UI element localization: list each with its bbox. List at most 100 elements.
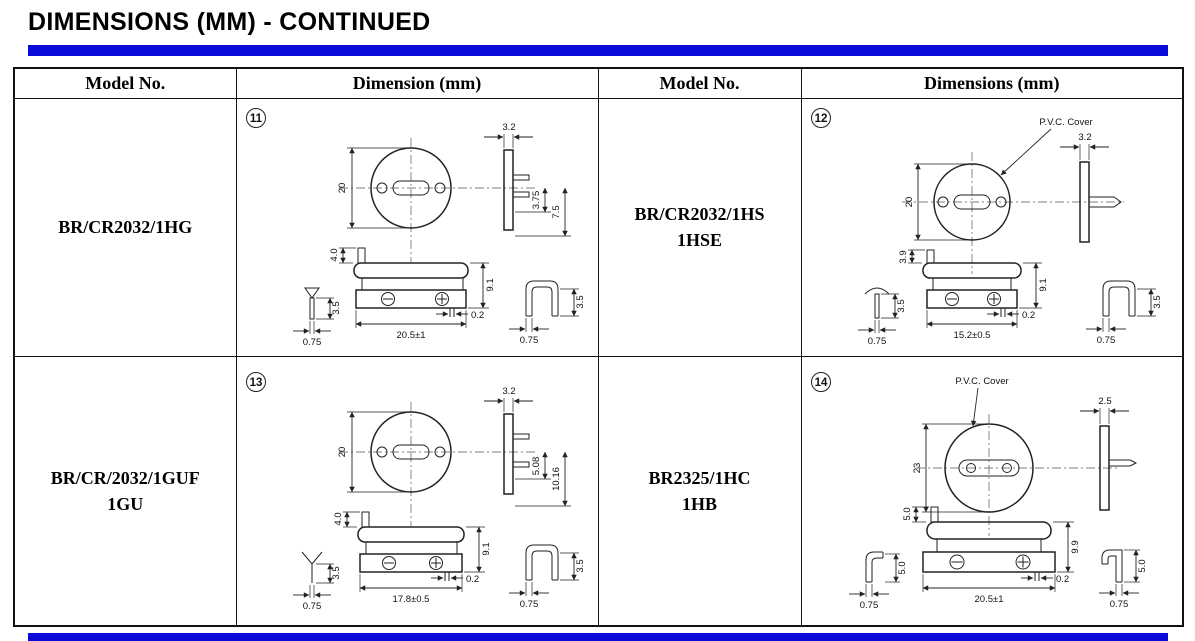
- dim-pin-pitch: 5.08 10.16: [515, 451, 571, 506]
- dim-label-pin-height: 5.0: [897, 561, 908, 574]
- dimensions-table: Model No. Dimension (mm) Model No. Dimen…: [13, 67, 1184, 627]
- dim-clip-height: 3.5: [1136, 288, 1163, 316]
- dim-clip-width: 0.75: [1098, 583, 1139, 610]
- model-number: BR/CR2032/1HS: [634, 203, 765, 224]
- dim-label-body-height: 9.1: [485, 278, 496, 291]
- dim-diameter: 20: [337, 411, 409, 492]
- dim-pin-width: 0.75: [293, 584, 331, 612]
- clip-front-view: [525, 280, 559, 316]
- model-number: BR2325/1HC: [648, 467, 751, 488]
- model-number-line2: 1GU: [107, 493, 144, 514]
- dim-label-clip-height: 3.5: [575, 295, 586, 308]
- dim-label-pin-width: 0.75: [868, 336, 887, 347]
- drawing-14: 14 P.V.C. Cover: [810, 371, 1148, 611]
- dim-label-tab-rise: 4.0: [329, 248, 340, 261]
- centerlines: [339, 137, 537, 262]
- drawing-index: 13: [246, 371, 266, 392]
- drawing-number: 11: [250, 113, 263, 125]
- drawing-cell-11: 11: [235, 97, 599, 357]
- dim-label-pin-pitch-inner: 3.75: [531, 190, 542, 209]
- dim-label-body-height: 9.1: [1038, 278, 1049, 291]
- dim-label-pin-pitch-outer: 7.5: [551, 205, 562, 218]
- dim-label-diameter: 20: [337, 446, 348, 457]
- dim-label-pin-pitch-inner: 5.08: [531, 456, 542, 475]
- dim-tab-rise: 4.0: [329, 247, 356, 263]
- battery-side-view: [1079, 160, 1122, 243]
- dim-top-pin-width: 2.5: [1079, 396, 1129, 424]
- model-number-line2: 1HSE: [676, 230, 723, 250]
- dim-pin-span: 20.5±1: [922, 573, 1056, 605]
- table-row-1: BR/CR2032/1HG 11: [13, 97, 1184, 357]
- model-cell-1hs: BR/CR2032/1HS 1HSE: [597, 97, 802, 357]
- dim-diameter: 20: [904, 163, 970, 240]
- dim-label-clip-width: 0.75: [1097, 335, 1116, 346]
- dim-clip-height: 3.5: [560, 552, 586, 580]
- model-cell-1hc: BR2325/1HC 1HB: [597, 355, 802, 627]
- dim-label-top-pin-width: 3.2: [502, 122, 515, 133]
- battery-side-view: [503, 148, 530, 231]
- dim-pin-span: 20.5±1: [355, 309, 467, 341]
- dim-pin-width: 0.75: [857, 319, 896, 347]
- dim-top-pin-width: 3.2: [484, 122, 533, 148]
- dim-pin-height: 3.5: [316, 297, 342, 319]
- dim-pin-width: 0.75: [293, 320, 331, 348]
- mount-pin-front-view: [301, 551, 323, 583]
- dim-top-pin-width: 3.2: [484, 386, 533, 412]
- dim-label-pin-height: 3.5: [331, 301, 342, 314]
- model-cell-1hg: BR/CR2032/1HG: [13, 97, 237, 357]
- model-number-line2: 1HB: [681, 493, 717, 514]
- dim-body-height: 9.1: [1018, 262, 1049, 308]
- drawing-13: 13: [246, 371, 586, 612]
- dim-body-height: 9.1: [464, 526, 492, 572]
- dim-label-clip-height: 3.5: [1152, 295, 1163, 308]
- dim-tab-rise: 5.0: [902, 506, 929, 522]
- dim-label-diameter: 20: [904, 196, 915, 207]
- header-model-right: Model No.: [597, 67, 802, 99]
- dim-label-clip-width: 0.75: [520, 599, 539, 610]
- pvc-cover-callout: P.V.C. Cover: [1000, 117, 1092, 175]
- drawing-number: 14: [814, 377, 827, 389]
- dim-label-pin-offset: 0.2: [1022, 310, 1035, 321]
- dim-label-clip-height: 3.5: [575, 559, 586, 572]
- dim-pin-span: 15.2±0.5: [926, 309, 1018, 341]
- header-row: Model No. Dimension (mm) Model No. Dimen…: [13, 67, 1184, 99]
- dim-pin-height: 5.0: [884, 553, 908, 582]
- dim-label-clip-width: 0.75: [520, 335, 539, 346]
- mount-pin-front-view: [304, 287, 320, 319]
- dim-label-pin-height: 3.5: [896, 299, 907, 312]
- dim-label-tab-rise: 3.9: [898, 250, 909, 263]
- pvc-cover-callout: P.V.C. Cover: [955, 376, 1008, 426]
- dim-label-diameter: 20: [337, 182, 348, 193]
- dim-pin-height: 3.5: [316, 563, 342, 583]
- dim-clip-height: 3.5: [560, 288, 586, 316]
- battery-top-view: [944, 422, 1034, 513]
- model-number: BR/CR2032/1HG: [58, 216, 193, 237]
- dim-label-body-height: 9.9: [1070, 540, 1081, 553]
- drawing-number: 13: [250, 377, 263, 389]
- top-rule: [28, 45, 1168, 56]
- dim-label-pin-width: 0.75: [303, 601, 322, 612]
- dim-label-pin-span: 20.5±1: [397, 330, 426, 341]
- mount-pin-front-view: [864, 287, 890, 318]
- header-dimension-left: Dimension (mm): [235, 67, 599, 99]
- model-cell-1guf: BR/CR/2032/1GUF 1GU: [13, 355, 237, 627]
- battery-elevation-view: [357, 511, 465, 581]
- dim-clip-width: 0.75: [509, 317, 549, 346]
- header-dimension-right: Dimensions (mm): [800, 67, 1184, 99]
- dim-pin-pitch: 3.75 7.5: [515, 187, 571, 236]
- dim-pin-offset: 0.2: [436, 310, 484, 321]
- drawing-number: 12: [814, 113, 827, 125]
- drawing-cell-14: 14 P.V.C. Cover: [800, 355, 1184, 627]
- drawing-cell-12: 12 P.V.C. Cover: [800, 97, 1184, 357]
- dim-label-diameter: 23: [912, 462, 923, 473]
- battery-side-view: [503, 412, 530, 495]
- battery-top-view: [933, 162, 1011, 241]
- dim-clip-width: 0.75: [509, 581, 549, 610]
- battery-top-view: [370, 410, 452, 493]
- bottom-rule: [28, 633, 1168, 641]
- dim-label-pin-height: 3.5: [331, 566, 342, 579]
- dim-label-top-pin-width: 3.2: [1078, 132, 1091, 143]
- dim-pin-width: 0.75: [848, 583, 889, 611]
- dim-body-height: 9.1: [468, 262, 496, 308]
- drawing-index: 11: [246, 107, 266, 128]
